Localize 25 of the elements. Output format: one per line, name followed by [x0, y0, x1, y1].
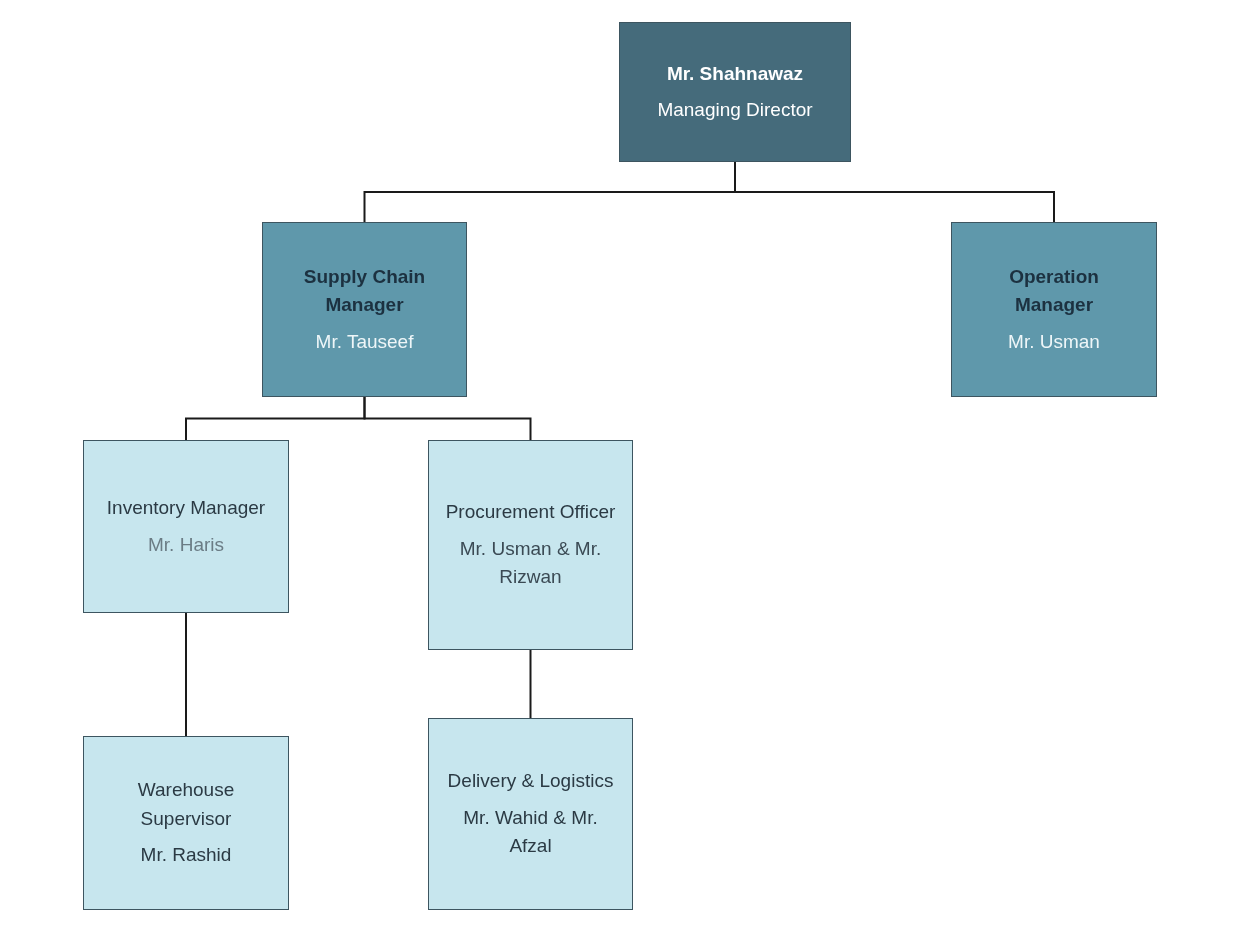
org-box	[83, 736, 289, 910]
person-name: Mr. Haris	[148, 532, 224, 557]
org-box	[428, 440, 633, 650]
role-title: Supply Chain Manager	[302, 264, 427, 318]
org-box	[619, 22, 851, 162]
connector-line	[185, 612, 187, 737]
role-title: Mr. Shahnawaz	[666, 61, 804, 86]
org-box	[262, 222, 467, 397]
person-name: Mr. Usman & Mr. Rizwan	[458, 536, 603, 590]
connector-line	[734, 161, 1055, 223]
role-title: Inventory Manager	[106, 496, 266, 520]
role-title: Procurement Officer	[445, 500, 616, 525]
person-name: Mr. Tauseef	[315, 329, 414, 354]
person-name: Mr. Wahid & Mr. Afzal	[462, 805, 599, 859]
connector-line	[529, 649, 532, 719]
connector-line	[363, 396, 532, 441]
person-name: Managing Director	[657, 98, 813, 122]
person-name: Mr. Rashid	[140, 843, 232, 868]
org-box	[83, 440, 289, 613]
role-title: Warehouse Supervisor	[136, 778, 236, 831]
org-box	[428, 718, 633, 910]
role-title: Operation Manager	[1008, 264, 1100, 318]
person-name: Mr. Usman	[1008, 329, 1100, 354]
role-title: Delivery & Logistics	[447, 769, 614, 794]
org-box	[951, 222, 1157, 397]
